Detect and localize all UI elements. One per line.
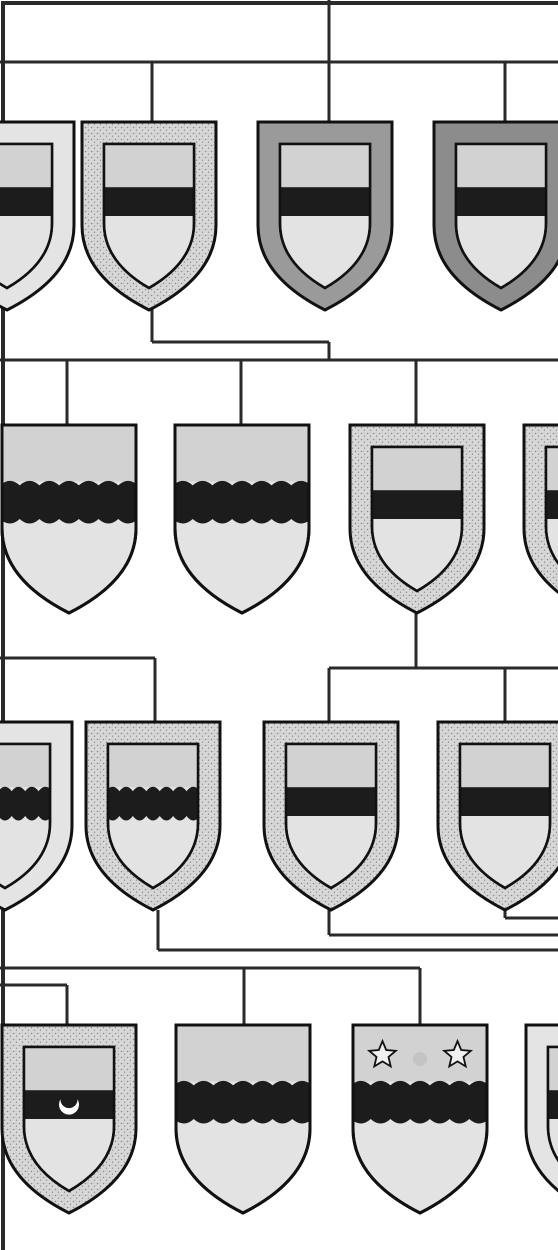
fess-band [0,187,52,216]
chief-band [0,144,52,187]
coat-of-arms-r2-s4 [524,425,558,613]
coat-of-arms-r3-s4 [438,722,558,910]
wavy-fess [106,787,200,821]
chief-band [0,744,50,787]
chief-band [175,425,309,481]
chief-band [460,744,550,787]
coat-of-arms-r2-s2 [173,425,311,613]
fess-band [548,1090,558,1119]
coat-of-arms-r3-s3 [264,722,398,910]
generation-2 [0,425,558,613]
fess-band [456,187,546,216]
coat-of-arms-r2-s3 [350,425,484,613]
roundel-icon [413,1052,427,1066]
fess-band [280,187,370,216]
wavy-fess [0,787,52,821]
chief-band [548,1047,558,1090]
coat-of-arms-r1-s2 [82,122,216,310]
coat-of-arms-r1-s4 [434,122,558,310]
chief-band [24,1047,114,1090]
chief-band [280,144,370,187]
coat-of-arms-r1-s1 [0,122,74,310]
fess-band [460,787,550,816]
generation-4 [2,1025,558,1213]
generation-1 [0,122,558,310]
coat-of-arms-r4-s4 [526,1025,558,1213]
chief-band [372,447,462,490]
coat-of-arms-r3-s2 [86,722,220,910]
fess-band [546,490,558,519]
wavy-fess [174,1081,312,1124]
coat-of-arms-r4-s1 [2,1025,136,1213]
chief-band [104,144,194,187]
chief-band [176,1025,310,1081]
chief-band [456,144,546,187]
fess-band [372,490,462,519]
chief-band [546,447,558,490]
generation-3 [0,722,558,910]
wavy-fess [173,481,311,524]
coat-of-arms-r4-s3 [351,1025,489,1213]
chief-band [286,744,376,787]
coat-of-arms-r4-s2 [174,1025,312,1213]
wavy-fess [0,481,138,524]
wavy-fess [351,1081,489,1124]
coat-of-arms-r2-s1 [0,425,138,613]
chief-band [108,744,198,787]
fess-band [104,187,194,216]
chief-band [2,425,136,481]
coat-of-arms-r3-s1 [0,722,72,910]
coat-of-arms-r1-s3 [258,122,392,310]
fess-band [286,787,376,816]
